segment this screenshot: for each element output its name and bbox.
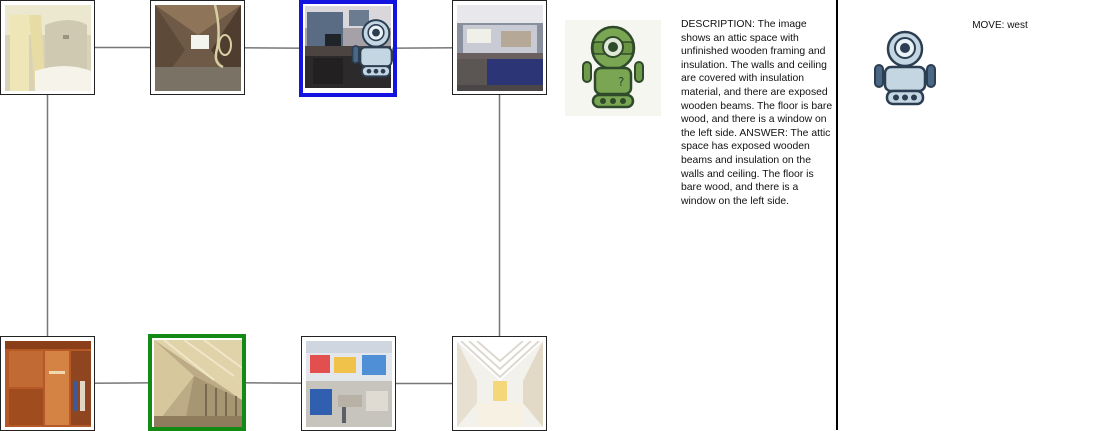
room-node-attic-insulation-target[interactable] [148,334,246,431]
room-node-attic-rope[interactable] [150,0,245,95]
agent-avatar-card: ? [565,20,661,116]
room-node-office-current[interactable] [299,0,397,97]
blue-robot-icon [351,19,393,78]
room-node-classroom[interactable] [301,336,396,431]
room-node-closet[interactable] [0,336,95,431]
room-image-classroom [306,341,392,427]
move-label: MOVE: west [972,20,1028,31]
explorer-robot [873,29,937,114]
green-robot-icon: ? [582,25,644,109]
room-image-kitchen-counter [457,5,543,91]
room-image-attic-insulation [154,340,242,427]
room-node-attic-bright[interactable] [452,336,547,431]
agent-description-text: DESCRIPTION: The image shows an attic sp… [681,19,836,207]
room-node-kitchen[interactable] [452,0,547,95]
room-image-white-attic-room [457,341,543,427]
room-image-bathroom [5,5,91,91]
panel-divider [836,0,838,430]
room-node-bathroom[interactable] [0,0,95,95]
svg-text:?: ? [618,75,624,89]
room-image-attic-with-rope [155,5,241,91]
blue-robot-icon [874,30,936,106]
room-image-wooden-closet [5,341,91,427]
room-graph [0,0,547,431]
